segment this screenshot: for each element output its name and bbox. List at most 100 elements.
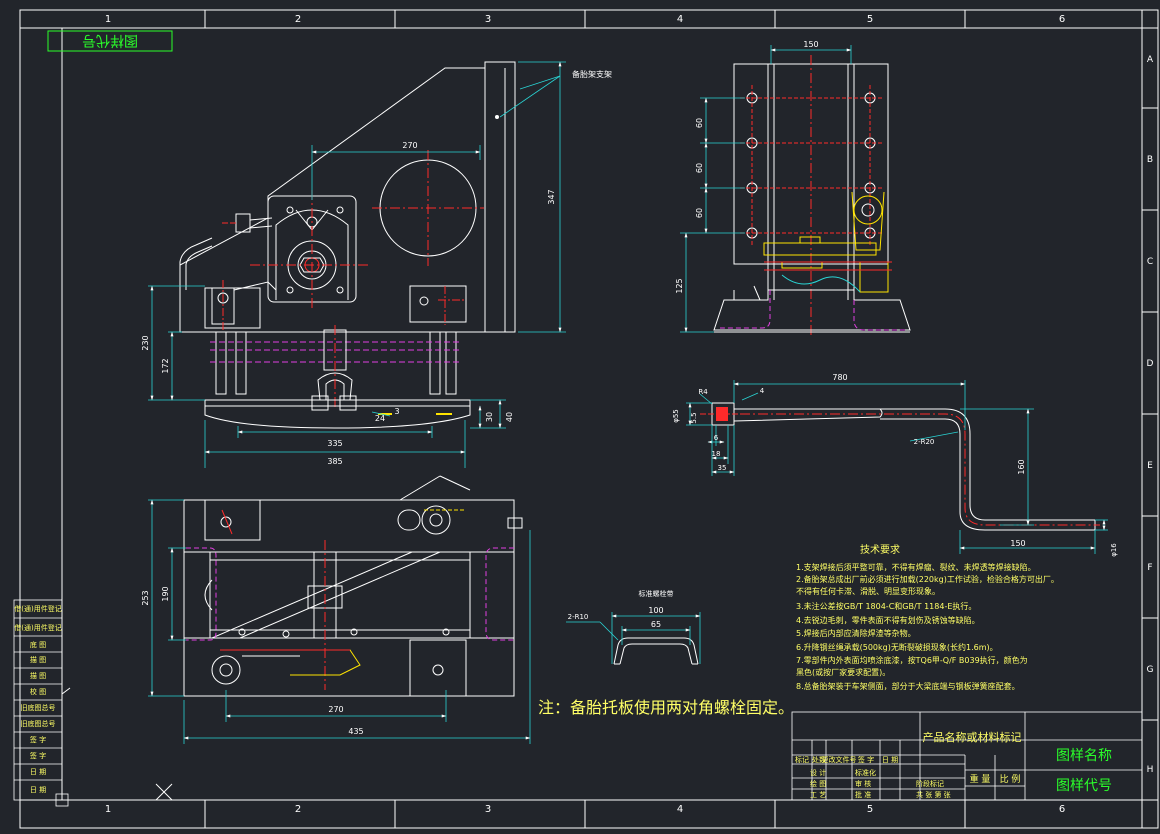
ucs-icon [61,687,173,801]
tb-count: 处数 [812,755,826,764]
top-view [183,475,523,697]
col-5-top: 5 [867,14,873,25]
dim-18: 18 [712,450,721,458]
tb-sheets: 共 张 第 张 [916,790,951,799]
rod-view-dim-labels: 780 4 R4 5.5 φ55 6 18 35 2-R20 160 150 φ… [672,373,1118,557]
tb-mark: 标记 [795,755,809,764]
dim-60-a: 60 [695,118,704,128]
dim-190: 190 [161,586,170,601]
dim-150-side: 150 [803,40,818,49]
tech-line-5: 4.去锐边毛刺，零件表面不得有划伤及锈蚀等缺陷。 [796,615,980,625]
tech-line-3: 不得有任何卡滞、滑脱、明显变形现象。 [796,586,940,596]
side-row-2: 借(通)用件登记 [14,623,61,632]
side-row-5: 描 图 [30,671,46,680]
dim-780: 780 [832,373,847,382]
dim-172: 172 [161,358,170,373]
front-view-dimensions [148,61,566,468]
dim-253: 253 [141,590,150,605]
tb-scale: 比 例 [1000,773,1021,785]
row-b: B [1147,155,1153,165]
drawing-code-field: 图样代号 [1056,778,1112,794]
side-view-dim-labels: 150 60 60 60 125 [675,40,819,294]
bracket-detail-dimensions [566,612,701,664]
rod-view-dimensions [686,380,1108,554]
tb-stage: 阶段标记 [916,779,944,788]
col-2-bottom: 2 [295,804,301,815]
side-row-9: 签 字 [30,735,46,744]
dim-60-c: 60 [695,208,704,218]
tech-line-7: 6.升降钢丝绳承载(500kg)无断裂破损现象(长约1.6m)。 [796,642,998,652]
dim-125: 125 [675,278,684,293]
row-c: C [1147,257,1153,267]
tech-line-1: 1.支架焊接后须平整可靠，不得有焊瘤、裂纹、未焊透等焊接缺陷。 [796,562,1036,572]
dim-65: 65 [651,620,661,629]
side-row-8: 旧底图总号 [21,719,56,728]
row-h: H [1147,765,1154,775]
col-5-bottom: 5 [867,804,873,815]
dim-4-rod: 4 [760,387,765,395]
frame-column-numbers: 1 2 3 4 5 6 1 2 3 4 5 6 [105,14,1065,815]
dim-100: 100 [648,606,663,615]
side-row-12: 日 期 [30,786,46,794]
title-block-text: 产品名称或材料标记 图样名称 图样代号 标记 处数 更改文件号 签 字 日 期 … [795,730,1112,799]
tech-title: 技术要求 [860,543,900,556]
drawing-name-field: 图样名称 [1056,748,1112,764]
dim-150-rod: 150 [1010,539,1025,548]
tb-change-doc: 更改文件号 [822,755,857,764]
col-4-top: 4 [677,14,683,25]
dim-160: 160 [1017,459,1026,474]
rod-view [700,402,1100,531]
stamp-drawing-code: 图样代号 [82,32,138,48]
tech-line-10: 8.总备胎架装于车架侧面，部分于大梁底端与钢板弹簧座配套。 [796,681,1020,691]
dim-5-5: 5.5 [690,412,698,423]
tb-standard: 标准化 [855,768,876,777]
dim-6: 6 [714,434,719,442]
dim-335: 335 [327,439,342,448]
dim-347: 347 [547,189,556,204]
dim-230: 230 [141,335,150,350]
row-d: D [1147,359,1154,369]
bracket-title: 标准螺栓带 [639,589,674,598]
col-3-top: 3 [485,14,491,25]
tech-line-2: 2.备胎架总成出厂前必须进行加载(220kg)工作试验，检验合格方可出厂。 [796,574,1059,584]
dim-435: 435 [348,727,363,736]
dim-60-b: 60 [695,163,704,173]
tech-line-6: 5.焊接后内部应清除焊渣等杂物。 [796,628,916,638]
dim-2-r10: 2-R10 [568,613,589,621]
bracket-detail-labels: 标准螺栓带 100 65 2-R10 [568,589,674,629]
tb-design: 设 计 [810,768,826,777]
dim-30: 30 [485,412,494,422]
dim-3: 3 [394,407,399,416]
top-view-dim-labels: 253 190 270 435 [141,586,364,736]
tb-date: 日 期 [882,756,898,764]
col-6-bottom: 6 [1059,804,1065,815]
tech-line-4: 3.未注公差按GB/T 1804-C和GB/T 1184-E执行。 [796,601,976,611]
tech-line-8: 7.零部件内外表面均喷涂底漆，按TQ6甲-Q/F B039执行，颜色为 [796,655,1028,665]
technical-requirements: 技术要求 1.支架焊接后须平整可靠，不得有焊瘤、裂纹、未焊透等焊接缺陷。 2.备… [796,543,1059,691]
side-row-3: 底 图 [30,640,46,649]
tech-line-9: 黑色(或按厂家要求配置)。 [796,667,890,677]
side-table-labels: 借(通)用件登记 借(通)用件登记 底 图 描 图 描 图 校 图 旧底图总号 … [14,604,61,794]
frame-row-letters: A B C D E F G H [1147,55,1154,775]
dim-40: 40 [505,412,514,422]
side-row-1: 借(通)用件登记 [14,604,61,613]
row-g: G [1147,665,1154,675]
assembly-note: 注：备胎托板使用两对角螺栓固定。 [538,698,794,717]
col-1-top: 1 [105,14,111,25]
dim-385: 385 [327,457,342,466]
row-a: A [1147,55,1154,65]
stamp-top-left: 图样代号 [47,30,173,52]
dim-phi16: φ16 [1110,543,1118,557]
col-4-bottom: 4 [677,804,683,815]
tb-weight: 重 量 [970,773,991,785]
bracket-detail [613,637,699,665]
side-view [713,55,911,335]
side-row-7: 旧底图总号 [21,703,56,712]
col-1-bottom: 1 [105,804,111,815]
side-view-dimensions [680,45,852,333]
title-block [791,711,1143,801]
dim-phi55: φ55 [672,409,680,423]
callout-bracket-label: 备胎架支架 [572,69,612,79]
side-row-10: 签 字 [30,751,46,760]
